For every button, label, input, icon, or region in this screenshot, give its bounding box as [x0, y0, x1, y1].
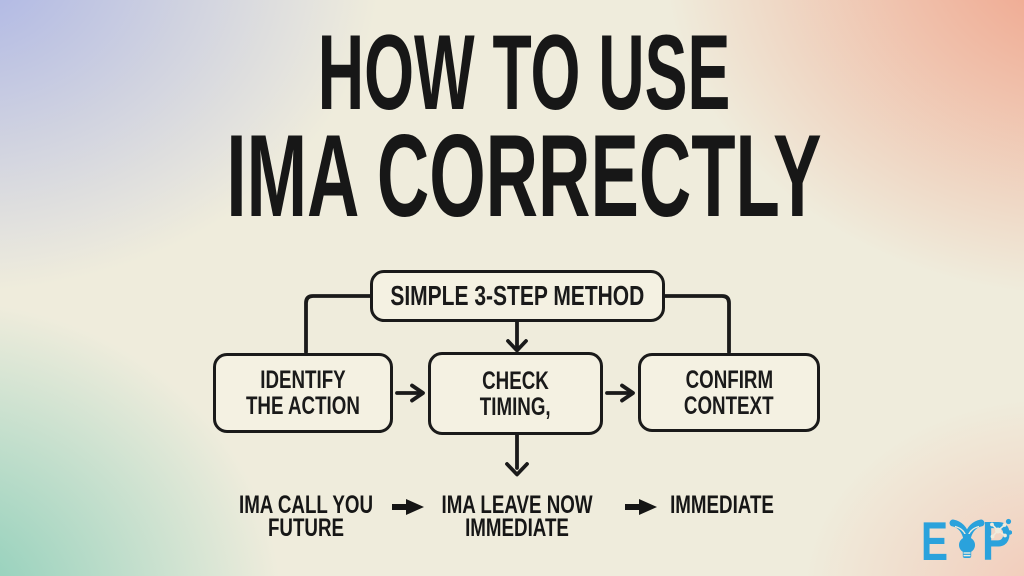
flow-node-identify-action: IDENTIFY THE ACTION	[213, 353, 393, 433]
step2-line1: CHECK	[482, 366, 549, 395]
step1-line1: IDENTIFY	[260, 366, 346, 394]
step2-line2: TIMING,	[480, 392, 551, 421]
flow-node-check-timing: CHECK TIMING,	[428, 352, 603, 435]
example-label-immediate: IMMEDIATE	[653, 491, 791, 519]
arrowhead-down-1-icon	[506, 339, 528, 353]
page-title: HOW TO USE IMA CORRECTLY	[12, 12, 1024, 241]
step1-line2: THE ACTION	[246, 392, 360, 420]
logo-network-icon	[990, 518, 1013, 539]
title-line-1: HOW TO USE	[317, 12, 731, 132]
example1-line1: IMA CALL YOU	[238, 491, 374, 519]
title-line-2: IMA CORRECTLY	[226, 110, 822, 241]
example2-line2: IMMEDIATE	[465, 514, 569, 542]
example3-line1: IMMEDIATE	[670, 491, 774, 519]
example-label-immediate-phrase: IMA LEAVE NOW IMMEDIATE	[416, 491, 617, 542]
arrowhead-down-2-icon	[505, 462, 529, 477]
example2-line1: IMA LEAVE NOW	[441, 491, 593, 519]
arrowhead-right-2-icon	[620, 383, 635, 403]
connector-left-elbow	[304, 294, 372, 354]
step3-line1: CONFIRM	[685, 365, 773, 394]
arrowhead-right-1-icon	[410, 383, 425, 403]
eyp-logo-graphic: E P	[921, 510, 1013, 572]
flow-node-method: SIMPLE 3-STEP METHOD	[370, 270, 665, 322]
step3-line2: CONTEXT	[684, 391, 774, 420]
connector-right-elbow	[663, 294, 731, 354]
flow-node-method-label: SIMPLE 3-STEP METHOD	[390, 280, 645, 311]
logo-letter-y-bulb-icon	[949, 519, 985, 558]
logo-letter-p: P	[982, 514, 1011, 564]
logo-letter-e: E	[921, 514, 948, 564]
eyp-logo: E P	[920, 510, 1013, 572]
flow-node-confirm-context: CONFIRM CONTEXT	[638, 353, 820, 432]
example-label-future: IMA CALL YOU FUTURE	[217, 491, 396, 542]
example1-line2: FUTURE	[267, 514, 345, 542]
